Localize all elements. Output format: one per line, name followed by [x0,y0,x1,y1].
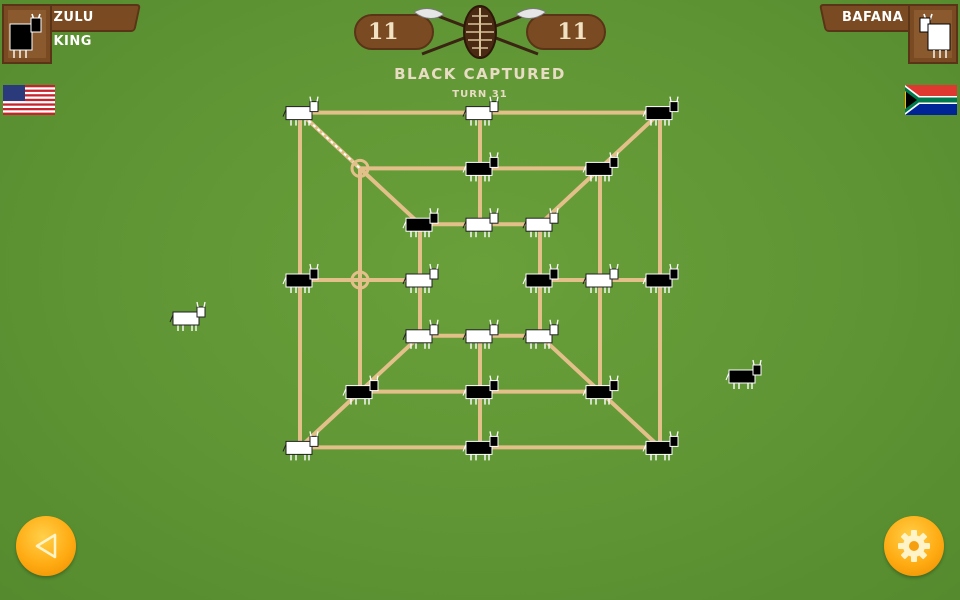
left-player-score: 11 [354,14,434,50]
white-ox-piece-i6[interactable] [402,319,439,349]
captured-black-ox-piece[interactable] [725,359,762,389]
usa-flag-icon [3,85,55,115]
black-ox-piece-o7[interactable] [282,263,319,293]
black-ox-piece-m6[interactable] [342,375,379,405]
left-player-avatar [2,4,52,64]
black-ox-piece-m4[interactable] [582,375,619,405]
black-ox-piece-o5[interactable] [462,431,499,461]
scoreboard: 11 11 [354,4,606,60]
move-trail [299,111,361,170]
captured-white-ox-piece[interactable] [169,301,206,331]
board-line [538,333,602,394]
captured-pieces [169,301,762,389]
board-line [358,166,422,227]
black-ox-avatar-icon [9,13,42,58]
back-triangle-icon [35,533,57,559]
board-line [598,389,662,450]
board-points [350,158,370,290]
south-africa-flag-icon [905,85,957,115]
board-pieces [282,96,679,461]
black-ox-piece-m1[interactable] [462,152,499,182]
white-ox-piece-i5[interactable] [462,319,499,349]
last-move-trail [299,111,361,170]
black-ox-piece-i3[interactable] [522,263,559,293]
black-ox-piece-m2[interactable] [582,152,619,182]
shield-and-spears-icon [413,5,547,59]
turn-counter: TURN 31 [452,89,508,100]
right-player-score: 11 [526,14,606,50]
white-ox-piece-i1[interactable] [462,208,499,238]
white-ox-piece-m3[interactable] [582,263,619,293]
settings-button[interactable] [884,516,944,576]
black-ox-piece-o2[interactable] [642,96,679,126]
empty-point-m7[interactable] [350,270,370,290]
empty-point-m0[interactable] [350,158,370,178]
white-ox-piece-i7[interactable] [402,263,439,293]
black-ox-piece-o4[interactable] [642,431,679,461]
white-ox-piece-i2[interactable] [522,208,559,238]
gear-icon [898,530,930,562]
white-ox-piece-i4[interactable] [522,319,559,349]
white-ox-piece-o0[interactable] [282,96,319,126]
black-ox-piece-i0[interactable] [402,208,439,238]
right-player-avatar [908,4,958,64]
status-message: BLACK CAPTURED [394,65,566,83]
white-ox-avatar-icon [919,13,951,58]
black-ox-piece-o3[interactable] [642,263,679,293]
white-ox-piece-o1[interactable] [462,96,499,126]
black-ox-piece-m5[interactable] [462,375,499,405]
back-button[interactable] [16,516,76,576]
white-ox-piece-o6[interactable] [282,431,319,461]
